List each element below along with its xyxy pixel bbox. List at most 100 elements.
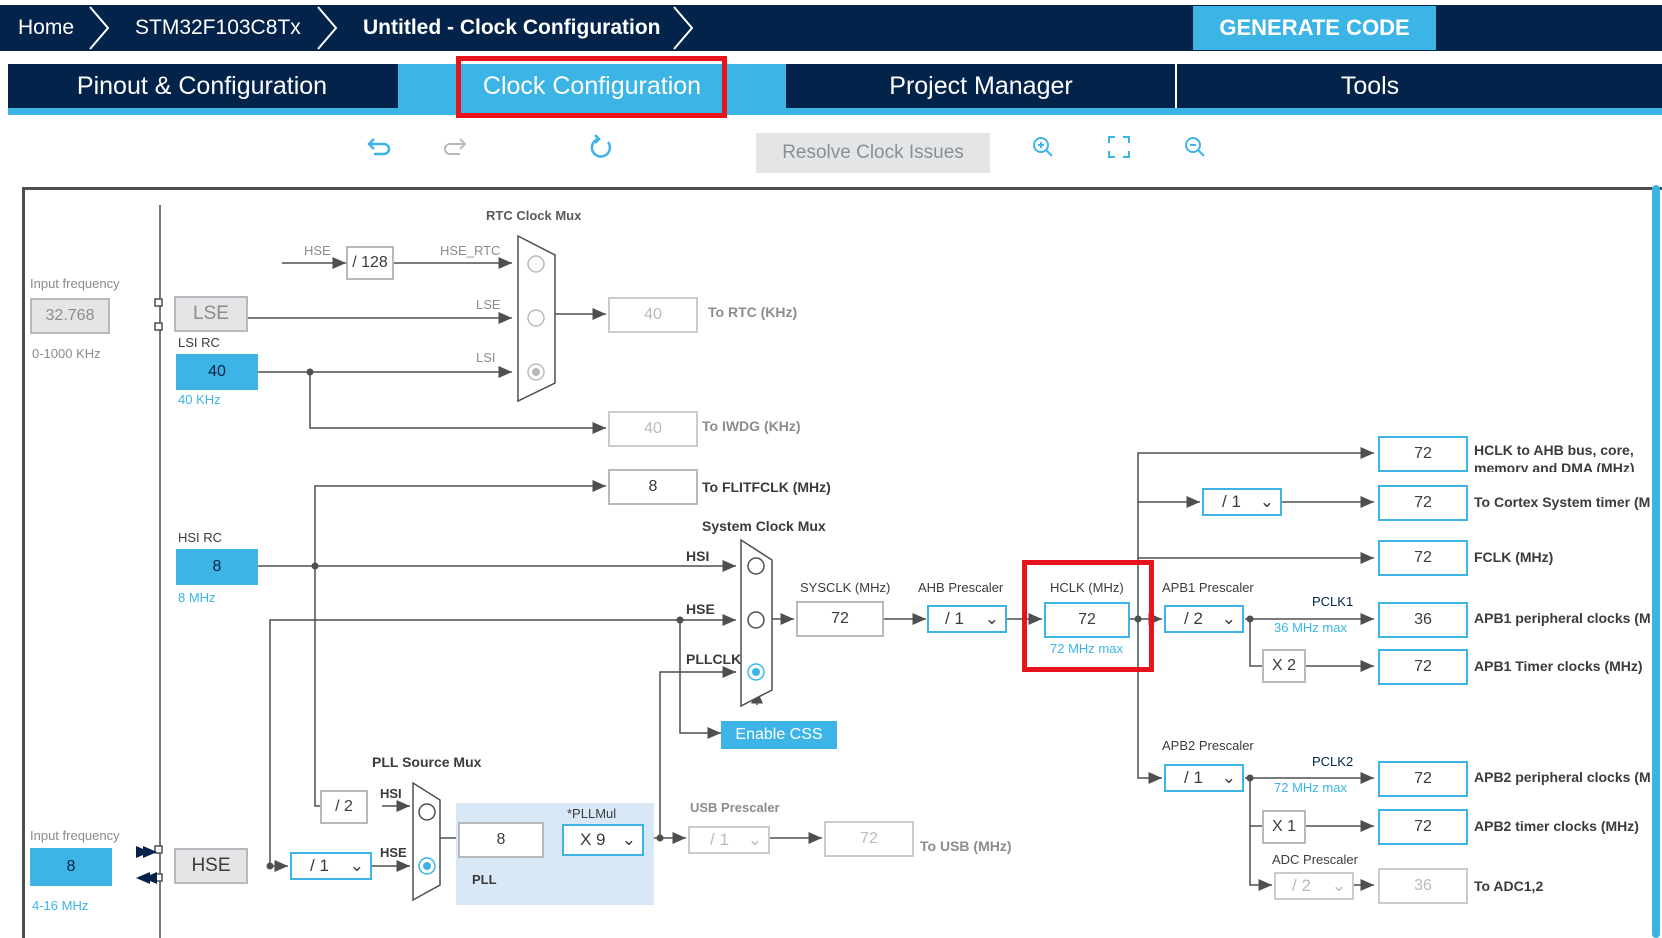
undo-icon[interactable] [364, 132, 394, 162]
hse-input-label: Input frequency [30, 828, 120, 843]
enable-css-button[interactable]: Enable CSS [721, 721, 837, 749]
tab-divider [1175, 64, 1177, 108]
breadcrumb-mcu[interactable]: STM32F103C8Tx [135, 16, 301, 39]
vertical-scrollbar[interactable] [1652, 185, 1660, 938]
rtc-hse-divider: / 128 [346, 246, 394, 280]
lsi-rc-value[interactable]: 40 [176, 354, 258, 390]
sysclk-label: SYSCLK (MHz) [800, 580, 891, 595]
sysmux-hse-label: HSE [686, 601, 715, 617]
usb-output-value: 72 [824, 821, 914, 857]
pclk1-max: 36 MHz max [1274, 620, 1347, 635]
breadcrumb-home[interactable]: Home [18, 16, 75, 39]
generate-code-button[interactable]: GENERATE CODE [1193, 6, 1436, 50]
apb2-peripheral-label: APB2 peripheral clocks (M [1474, 769, 1651, 785]
redo-icon[interactable] [440, 132, 470, 162]
lsi-title: LSI RC [178, 335, 220, 350]
zoom-in-icon[interactable] [1028, 132, 1058, 162]
lse-frequency-input[interactable]: 32.768 [30, 298, 110, 334]
chevron-down-icon: ⌄ [1221, 609, 1236, 628]
breadcrumb-chevron-icon [317, 6, 338, 50]
pll-input-value: 8 [458, 822, 544, 858]
hse-range: 4-16 MHz [32, 898, 89, 913]
apb2-timer-output[interactable]: 72 [1378, 809, 1468, 845]
adc-output: 36 [1378, 868, 1468, 904]
lse-block[interactable]: LSE [174, 296, 248, 332]
apb2-peripheral-output[interactable]: 72 [1378, 761, 1468, 797]
rtc-hse-label: HSE [304, 243, 331, 258]
usb-prescaler-select[interactable]: / 1⌄ [688, 826, 770, 854]
usb-output-label: To USB (MHz) [920, 838, 1012, 854]
chevron-down-icon: ⌄ [349, 856, 364, 875]
hsi-title: HSI RC [178, 530, 223, 545]
pllmul-label: *PLLMul [567, 806, 617, 821]
rtc-output-value: 40 [608, 297, 698, 333]
pll-label: PLL [472, 872, 497, 887]
top-bar: Home STM32F103C8Tx Untitled - Clock Conf… [0, 0, 1662, 54]
apb2-prescaler-select[interactable]: / 1⌄ [1164, 764, 1244, 792]
pllsrc-hsi-label: HSI [380, 786, 402, 801]
hsi-pll-divider: / 2 [320, 790, 368, 824]
hclk-ahb-label-line2: memory and DMA (MHz) [1474, 460, 1635, 472]
iwdg-output-label: To IWDG (KHz) [702, 418, 801, 434]
hse-rtc-label: HSE_RTC [440, 243, 501, 258]
cortex-timer-output[interactable]: 72 [1378, 485, 1468, 521]
chevron-down-icon: ⌄ [747, 830, 762, 849]
apb1-prescaler-select[interactable]: / 2⌄ [1164, 605, 1244, 633]
tab-clock-configuration[interactable]: Clock Configuration [398, 64, 786, 108]
zoom-out-icon[interactable] [1180, 132, 1210, 162]
iwdg-output-value: 40 [608, 411, 698, 447]
breadcrumb-current[interactable]: Untitled - Clock Configuration [363, 16, 661, 39]
apb1-prescaler-label: APB1 Prescaler [1162, 580, 1254, 595]
lsi-note: 40 KHz [178, 392, 221, 407]
cortex-timer-divider-select[interactable]: / 1⌄ [1202, 488, 1282, 516]
tab-tools[interactable]: Tools [1340, 72, 1400, 100]
apb1-timer-output[interactable]: 72 [1378, 649, 1468, 685]
hsi-rc-value[interactable]: 8 [176, 549, 258, 585]
pllmul-select[interactable]: X 9⌄ [562, 824, 644, 856]
apb1-timer-label: APB1 Timer clocks (MHz) [1474, 658, 1643, 674]
adc-prescaler-select[interactable]: / 2⌄ [1274, 872, 1354, 900]
reset-icon[interactable] [586, 132, 616, 162]
tab-underline [8, 108, 1662, 115]
flitfclk-output-label: To FLITFCLK (MHz) [702, 479, 831, 495]
hclk-max: 72 MHz max [1050, 641, 1123, 656]
fit-icon[interactable] [1104, 132, 1134, 162]
fclk-output[interactable]: 72 [1378, 540, 1468, 576]
pclk2-max: 72 MHz max [1274, 780, 1347, 795]
chevron-down-icon: ⌄ [621, 830, 636, 849]
tab-project-manager[interactable]: Project Manager [889, 72, 1073, 100]
resolve-clock-issues-button[interactable]: Resolve Clock Issues [756, 133, 990, 173]
chevron-down-icon: ⌄ [1259, 492, 1274, 511]
flitfclk-output-value: 8 [608, 469, 698, 505]
hsi-note: 8 MHz [178, 590, 216, 605]
sysclk-value[interactable]: 72 [796, 601, 884, 637]
hse-prediv-select[interactable]: / 1⌄ [290, 852, 372, 880]
tab-pinout[interactable]: Pinout & Configuration [76, 72, 328, 100]
chevron-down-icon: ⌄ [984, 609, 999, 628]
lse-range: 0-1000 KHz [32, 346, 101, 361]
lse-input-label: Input frequency [30, 276, 120, 291]
usb-prescaler-label: USB Prescaler [690, 800, 780, 815]
system-clock-mux-title: System Clock Mux [702, 518, 826, 534]
hse-block[interactable]: HSE [174, 848, 248, 884]
clock-tree-canvas[interactable] [22, 187, 1662, 938]
sysmux-pllclk-label: PLLCLK [686, 651, 742, 667]
apb2-timer-multiplier: X 1 [1262, 810, 1306, 844]
breadcrumb-chevron-icon [673, 6, 694, 50]
sysmux-hsi-label: HSI [686, 548, 710, 564]
chevron-down-icon: ⌄ [1331, 876, 1346, 895]
hclk-ahb-output[interactable]: 72 [1378, 436, 1468, 472]
hse-frequency-input[interactable]: 8 [30, 848, 112, 886]
pllsrc-hse-label: HSE [380, 845, 407, 860]
main-tabs: Pinout & Configuration Clock Configurati… [8, 64, 1662, 108]
rtc-output-label: To RTC (KHz) [708, 304, 798, 320]
hclk-input[interactable]: 72 [1044, 602, 1130, 638]
pll-source-mux-title: PLL Source Mux [372, 754, 482, 770]
pclk2-label: PCLK2 [1312, 754, 1354, 769]
cortex-timer-label: To Cortex System timer (M [1474, 494, 1651, 510]
rtc-lse-label: LSE [476, 297, 501, 312]
apb1-peripheral-output[interactable]: 36 [1378, 602, 1468, 638]
fclk-label: FCLK (MHz) [1474, 549, 1554, 565]
ahb-prescaler-select[interactable]: / 1⌄ [927, 605, 1007, 633]
